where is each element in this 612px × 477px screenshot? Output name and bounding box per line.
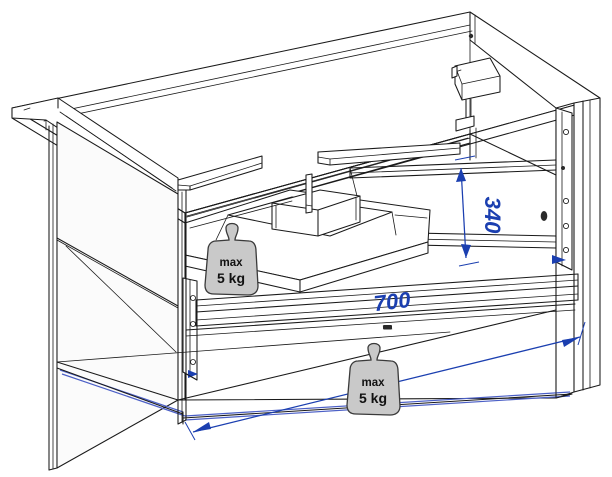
load-badge-left-line1: max — [219, 257, 243, 269]
drawer-runner-right-bracket — [540, 107, 573, 271]
load-badge-bottom: max 5 kg — [346, 342, 401, 416]
front-upper-rail — [317, 142, 461, 166]
load-badge-bottom-line1: max — [361, 377, 385, 389]
left-corner-post — [48, 121, 58, 471]
dimension-340 — [454, 155, 480, 267]
load-badge-bottom-line2: 5 kg — [359, 390, 387, 406]
load-badge-left-line2: 5 kg — [217, 270, 245, 286]
centre-front-post — [177, 189, 187, 425]
front-rail — [185, 273, 579, 337]
left-shelf-rail — [177, 155, 263, 191]
load-badge-left: max 5 kg — [204, 222, 259, 296]
dimension-label-700: 700 — [372, 287, 412, 316]
dimension-label-340: 340 — [480, 197, 505, 234]
